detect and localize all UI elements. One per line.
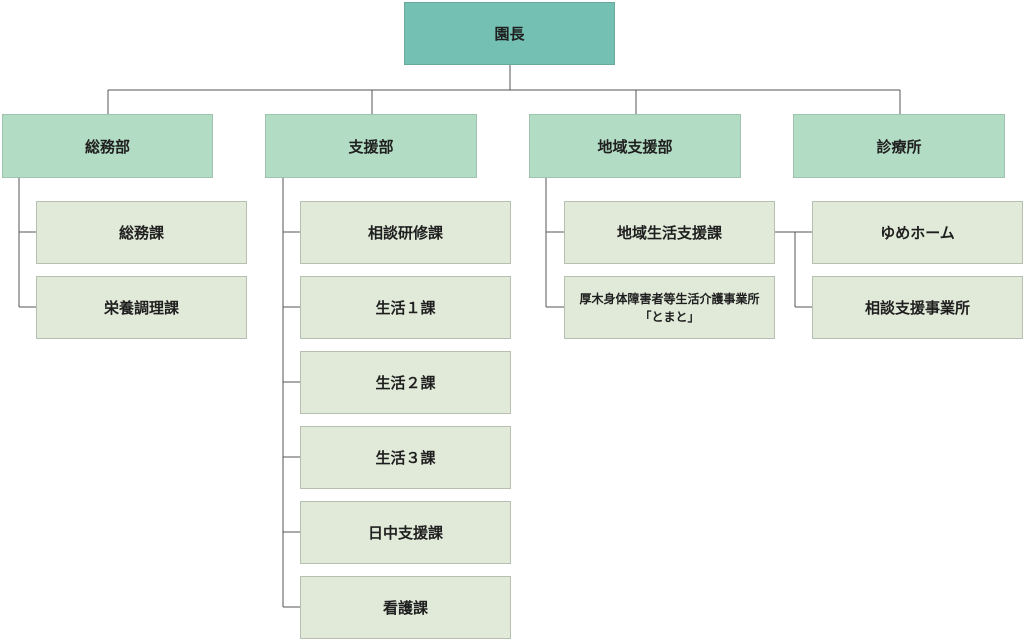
- dept-community-support: 地域支援部: [529, 114, 741, 178]
- section-atsugi-care-facility: 厚木身体障害者等生活介護事業所 「とまと」: [564, 276, 775, 339]
- section-general-affairs: 総務課: [36, 201, 247, 264]
- section-nursing: 看護課: [300, 576, 511, 639]
- section-consultation-support-office: 相談支援事業所: [812, 276, 1023, 339]
- section-consultation-training: 相談研修課: [300, 201, 511, 264]
- section-living-3: 生活３課: [300, 426, 511, 489]
- facility-name: 厚木身体障害者等生活介護事業所: [579, 291, 760, 306]
- director-box: 園長: [404, 2, 615, 65]
- section-nutrition-cooking: 栄養調理課: [36, 276, 247, 339]
- section-living-2: 生活２課: [300, 351, 511, 414]
- section-yume-home: ゆめホーム: [812, 201, 1023, 264]
- facility-nickname: 「とまと」: [639, 309, 700, 324]
- dept-general-affairs: 総務部: [2, 114, 213, 178]
- dept-clinic: 診療所: [793, 114, 1005, 178]
- section-daytime-support: 日中支援課: [300, 501, 511, 564]
- section-community-living-support: 地域生活支援課: [564, 201, 775, 264]
- dept-support: 支援部: [265, 114, 477, 178]
- section-living-1: 生活１課: [300, 276, 511, 339]
